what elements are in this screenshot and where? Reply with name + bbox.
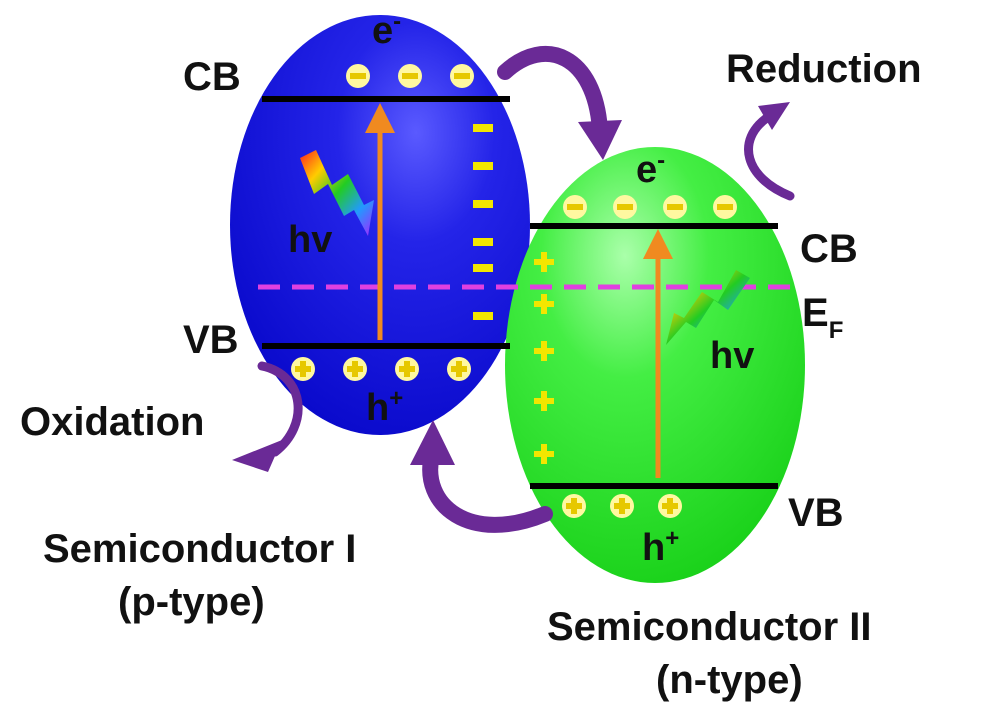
lightning-icon-2 <box>666 270 750 345</box>
electron-label-2: e- <box>636 147 665 191</box>
vb-label-2: VB <box>788 491 844 535</box>
lightning-icon-1 <box>300 150 374 236</box>
holes-vb-1 <box>291 357 471 381</box>
semiconductor-2-type: (n-type) <box>656 658 803 702</box>
photon-label-2: hv <box>710 335 754 377</box>
reduction-label: Reduction <box>726 47 922 91</box>
electron-label-1: e- <box>372 8 401 52</box>
photon-label-1: hv <box>288 219 332 261</box>
holes-vb-2 <box>562 494 682 518</box>
transfer-arrow-holes <box>410 420 553 533</box>
reduction-arrow <box>744 102 795 201</box>
semiconductor-1-name: Semiconductor I <box>43 527 356 571</box>
electrons-cb-2 <box>563 195 737 219</box>
cb-label-1: CB <box>183 55 241 99</box>
semiconductor-1-type: (p-type) <box>118 580 265 624</box>
cb-label-2: CB <box>800 227 858 271</box>
space-charge-negative <box>473 124 493 320</box>
semiconductor-2-body <box>505 147 805 583</box>
fermi-level-label: EF <box>802 291 843 344</box>
hole-label-2: h+ <box>642 525 679 569</box>
oxidation-arrow <box>232 361 303 472</box>
space-charge-positive <box>534 252 554 464</box>
electrons-cb-1 <box>346 64 474 88</box>
vb-label-1: VB <box>183 318 239 362</box>
hole-label-1: h+ <box>366 385 403 429</box>
oxidation-label: Oxidation <box>20 400 204 444</box>
transfer-arrow-electrons <box>497 46 622 160</box>
semiconductor-2-name: Semiconductor II <box>547 605 872 649</box>
